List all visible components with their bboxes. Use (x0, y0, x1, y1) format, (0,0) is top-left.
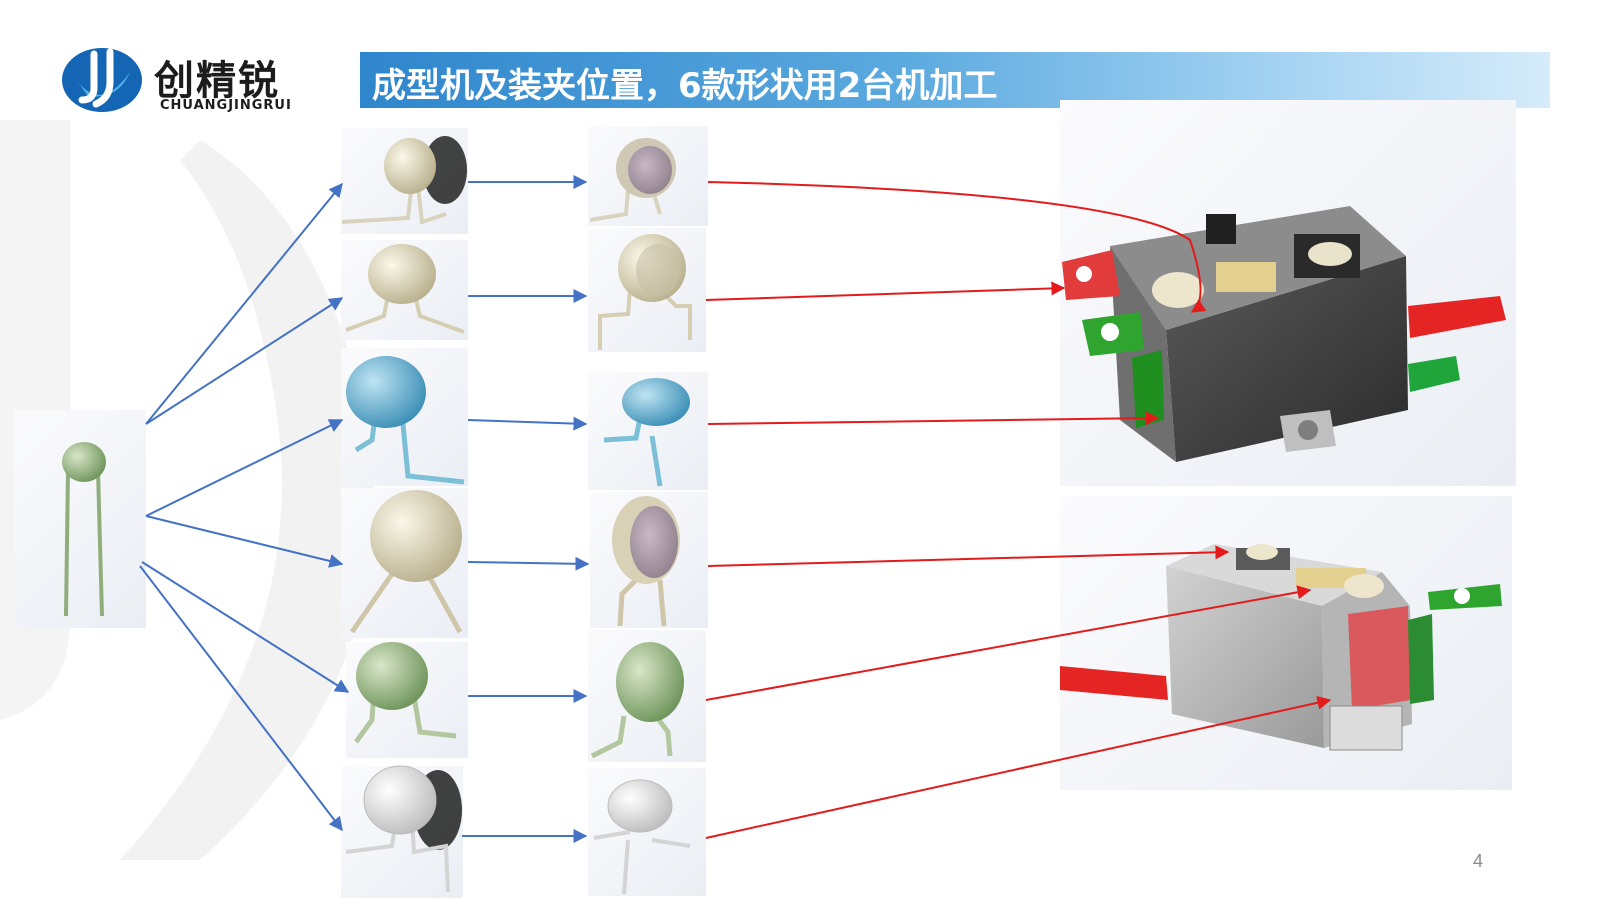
formed-shape-3-icon (346, 356, 465, 485)
logo-emblem-icon (62, 48, 142, 112)
view-shape-6-icon (593, 779, 691, 895)
red-arrows (705, 181, 1332, 839)
logo-chinese-text: 创精锐 (154, 58, 280, 104)
view-shape-4-icon (612, 496, 680, 627)
view-shape-3-icon (603, 378, 690, 487)
view-shape-1-icon (589, 138, 676, 222)
formed-shape-5-icon (353, 642, 457, 744)
blue-arrows (139, 175, 590, 843)
formed-shape-4-icon (349, 490, 463, 634)
lower-forming-machine-image (1060, 544, 1502, 751)
raw-thermistor-icon (62, 442, 106, 617)
upper-forming-machine-image (1062, 206, 1506, 462)
formed-shape-6-icon (345, 765, 462, 893)
title-bar: 成型机及装夹位置，6款形状用2台机加工 (360, 52, 1550, 108)
page-number: 4 (1473, 851, 1484, 871)
view-shape-5-icon (590, 642, 684, 759)
formed-shape-2-icon (345, 244, 465, 334)
page-title: 成型机及装夹位置，6款形状用2台机加工 (372, 66, 998, 106)
formed-shape-1-icon (341, 136, 467, 225)
company-logo: 创精锐 CHUANGJINGRUI (58, 42, 348, 114)
logo-english-text: CHUANGJINGRUI (160, 98, 292, 113)
view-shape-2-icon (598, 234, 692, 350)
